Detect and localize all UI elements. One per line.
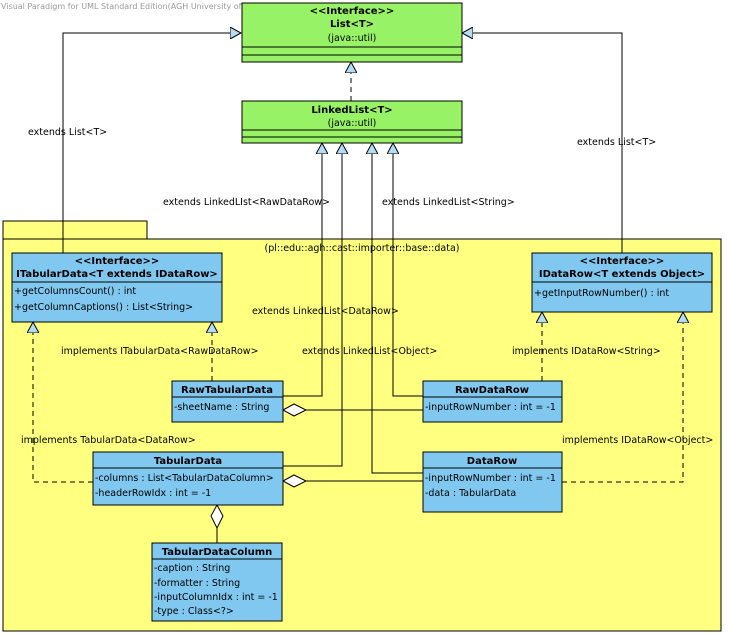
column-name: TabularDataColumn bbox=[162, 547, 273, 558]
idatarow-stereotype: <<Interface>> bbox=[580, 256, 665, 267]
datarow-member-0: -inputRowNumber : int = -1 bbox=[425, 473, 556, 484]
column-member-2: -inputColumnIdx : int = -1 bbox=[154, 592, 278, 603]
rawtabular-extends-linkedlist bbox=[283, 143, 322, 397]
aggregation-diamond-datarow bbox=[281, 474, 308, 488]
label-extends-ll-string: extends LinkedList<String> bbox=[382, 197, 515, 208]
connectors bbox=[33, 33, 683, 543]
class-idatarow[interactable]: <<Interface>> IDataRow<T extends Object>… bbox=[531, 252, 713, 313]
watermark: Visual Paradigm for UML Standard Edition… bbox=[1, 2, 343, 11]
itabular-name: ITabularData<T extends IDataRow> bbox=[16, 269, 218, 280]
datarow-extends-linkedlist bbox=[372, 143, 423, 474]
datarow-member-1: -data : TabularData bbox=[425, 488, 516, 499]
list-stereotype: <<Interface>> bbox=[310, 6, 395, 17]
class-tabulardatacolumn[interactable]: TabularDataColumn -caption : String -for… bbox=[151, 542, 283, 622]
itabular-member-1: +getColumnCaptions() : List<String> bbox=[14, 302, 193, 313]
label-extends-ll-raw: extends LinkedLIst<RawDataRow> bbox=[163, 197, 330, 208]
aggregation-diamond-raw bbox=[281, 403, 308, 417]
list-package: (java::util) bbox=[328, 33, 377, 44]
label-extends-ll-datarow: extends LinkedList<DataRow> bbox=[252, 306, 399, 317]
tabulardata-implements-itabular bbox=[33, 322, 93, 483]
column-member-3: -type : Class<?> bbox=[154, 606, 234, 617]
list-name: List<T> bbox=[330, 19, 374, 30]
class-list[interactable]: <<Interface>> List<T> (java::util) bbox=[241, 2, 463, 63]
idatarow-member-0: +getInputRowNumber() : int bbox=[534, 288, 669, 299]
class-itabulardata[interactable]: <<Interface>> ITabularData<T extends IDa… bbox=[11, 252, 223, 323]
label-extends-list-right: extends List<T> bbox=[577, 137, 656, 148]
rawtabular-member-0: -sheetName : String bbox=[174, 402, 269, 413]
tabulardata-member-0: -columns : List<TabularDataColumn> bbox=[95, 473, 274, 484]
column-member-1: -formatter : String bbox=[154, 578, 240, 589]
class-rawdatarow[interactable]: RawDataRow -inputRowNumber : int = -1 bbox=[422, 380, 563, 423]
class-linkedlist[interactable]: LinkedList<T> (java::util) bbox=[241, 100, 463, 144]
rawdatarow-member-0: -inputRowNumber : int = -1 bbox=[425, 402, 556, 413]
linkedlist-package: (java::util) bbox=[328, 118, 377, 129]
class-datarow[interactable]: DataRow -inputRowNumber : int = -1 -data… bbox=[422, 451, 563, 513]
label-impl-idr-object: implements IDataRow<Object> bbox=[562, 435, 713, 446]
rawdatarow-name: RawDataRow bbox=[455, 385, 529, 396]
rawtabular-name: RawTabularData bbox=[181, 385, 273, 396]
linkedlist-name: LinkedList<T> bbox=[311, 105, 392, 116]
aggregation-diamond-column bbox=[210, 503, 224, 530]
tabulardata-name: TabularData bbox=[154, 456, 222, 467]
idatarow-extends-list bbox=[462, 33, 623, 253]
itabular-extends-list bbox=[62, 33, 241, 253]
itabular-member-0: +getColumnsCount() : int bbox=[14, 286, 136, 297]
column-member-0: -caption : String bbox=[154, 563, 230, 574]
class-tabulardata[interactable]: TabularData -columns : List<TabularDataC… bbox=[92, 451, 284, 506]
label-impl-itab-raw: implements ITabularData<RawDataRow> bbox=[61, 346, 259, 357]
itabular-stereotype: <<Interface>> bbox=[75, 256, 160, 267]
datarow-name: DataRow bbox=[467, 456, 517, 467]
package-name: (pl::edu::agh::cast::importer::base::dat… bbox=[265, 243, 460, 254]
label-extends-ll-object: extends LinkedList<Object> bbox=[302, 346, 437, 357]
datarow-implements-idatarow bbox=[562, 312, 683, 483]
tabulardata-member-1: -headerRowIdx : int = -1 bbox=[95, 488, 211, 499]
package-tab bbox=[2, 220, 148, 240]
class-rawtabulardata[interactable]: RawTabularData -sheetName : String bbox=[171, 380, 284, 423]
label-extends-list-left: extends List<T> bbox=[28, 127, 107, 138]
label-impl-idr-string: implements IDataRow<String> bbox=[512, 346, 661, 357]
rawdatarow-extends-linkedlist bbox=[393, 143, 423, 397]
idatarow-name: IDataRow<T extends Object> bbox=[539, 269, 705, 280]
connector-labels: extends List<T> extends List<T> extends … bbox=[21, 127, 713, 446]
label-impl-tab-datarow: implements TabularData<DataRow> bbox=[21, 435, 196, 446]
tabulardata-extends-linkedlist bbox=[283, 143, 342, 467]
